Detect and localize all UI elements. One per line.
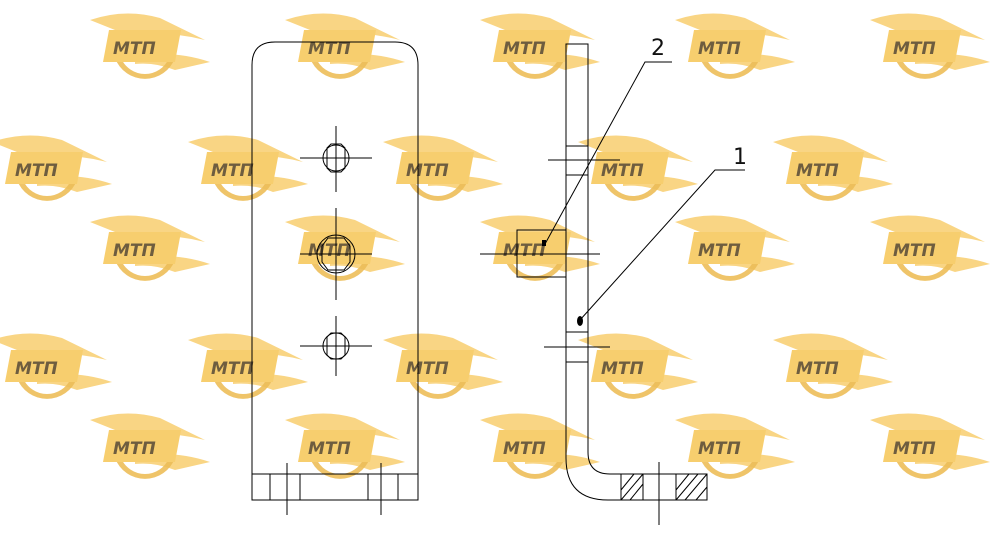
watermark-text: МТП — [601, 161, 644, 181]
watermark-text: МТП — [15, 161, 58, 181]
watermark-text: МТП — [698, 241, 741, 261]
watermark-logo: МТП — [480, 413, 600, 479]
watermark-text: МТП — [893, 39, 936, 59]
watermark-logo: МТП — [675, 13, 795, 79]
watermark-text: МТП — [308, 241, 351, 261]
watermark-logo: МТП — [870, 13, 990, 79]
watermark-text: МТП — [893, 241, 936, 261]
front-plate-outline — [251, 41, 419, 501]
watermark-logo: МТП — [383, 135, 503, 201]
watermark-logo: МТП — [90, 13, 210, 79]
hole-bottom — [300, 316, 372, 376]
watermark-logo: МТП — [773, 333, 893, 399]
hole-middle — [300, 208, 372, 300]
watermark-text: МТП — [308, 39, 351, 59]
watermark-text: МТП — [406, 161, 449, 181]
watermark-logo: МТП — [188, 333, 308, 399]
leader-line-2 — [544, 61, 672, 245]
watermark-logo: МТП — [90, 413, 210, 479]
watermark-logo: МТП — [480, 215, 600, 281]
watermark-logo: МТП — [675, 215, 795, 281]
watermark-logo: МТП — [0, 135, 112, 201]
watermark-logo: МТП — [870, 215, 990, 281]
watermark-logo: МТП — [773, 135, 893, 201]
callout-1-label: 1 — [733, 145, 747, 170]
watermark-logo: МТП — [188, 135, 308, 201]
watermark-text: МТП — [113, 439, 156, 459]
watermark-logo: МТП — [675, 413, 795, 479]
foot-section-hatching — [620, 473, 708, 501]
callout-2-label: 2 — [651, 36, 665, 61]
watermark-text: МТП — [113, 39, 156, 59]
watermark-logo: МТП — [383, 333, 503, 399]
watermark-text: МТП — [698, 439, 741, 459]
watermark-text: МТП — [698, 39, 741, 59]
watermark-text: МТП — [211, 359, 254, 379]
watermark-logo: МТП — [285, 13, 405, 79]
watermark-text: МТП — [211, 161, 254, 181]
watermark-text: МТП — [796, 359, 839, 379]
watermark-logo: МТП — [0, 333, 112, 399]
watermark-text: МТП — [796, 161, 839, 181]
watermark-text: МТП — [893, 439, 936, 459]
drawing-lines — [251, 41, 745, 525]
watermark-text: МТП — [503, 39, 546, 59]
watermark-logo: МТП — [90, 215, 210, 281]
hole-top — [300, 126, 372, 192]
watermark-logo: МТП — [578, 135, 698, 201]
watermark-pattern: МТП МТП МТП МТП МТП МТП МТП МТП МТП МТП МТП МТП МТП М… — [0, 13, 990, 479]
leader-line-1 — [579, 169, 745, 321]
side-profile-outline — [565, 43, 708, 501]
watermark-text: МТП — [15, 359, 58, 379]
weld-point-2 — [542, 240, 546, 246]
watermark-logo: МТП — [870, 413, 990, 479]
weld-point-1 — [577, 316, 583, 326]
watermark-logo: МТП — [285, 413, 405, 479]
watermark-text: МТП — [503, 439, 546, 459]
watermark-text: МТП — [601, 359, 644, 379]
watermark-text: МТП — [308, 439, 351, 459]
watermark-text: МТП — [406, 359, 449, 379]
watermark-logo: МТП — [480, 13, 600, 79]
watermark-text: МТП — [503, 241, 546, 261]
watermark-logo: МТП — [578, 333, 698, 399]
watermark-text: МТП — [113, 241, 156, 261]
